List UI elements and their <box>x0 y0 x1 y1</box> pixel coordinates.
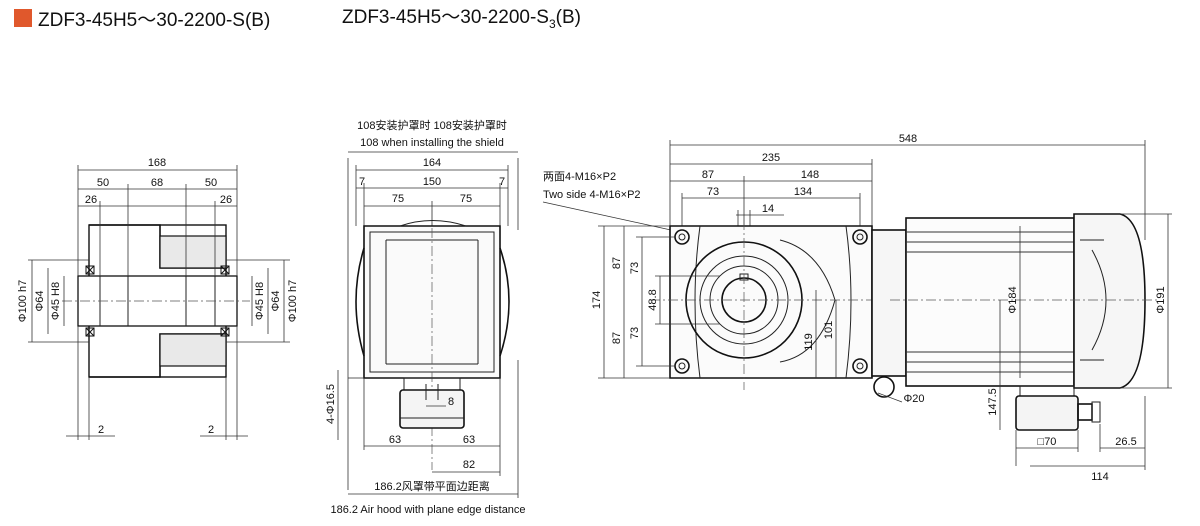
dim-174: 174 <box>591 291 603 309</box>
title-bar: ZDF3-45H5～30-2200-S(B) ZDF3-45H5～30-2200… <box>14 6 581 31</box>
dim-168: 168 <box>148 157 166 169</box>
mid-junction-box <box>399 389 465 429</box>
dim-48-8: 48.8 <box>647 289 659 310</box>
dim-phi191: Φ191 <box>1155 286 1167 313</box>
model-title-2-prefix: ZDF3-45H5～30-2200-S <box>342 7 549 28</box>
motor-junction-box <box>1015 395 1079 431</box>
dim-phi184: Φ184 <box>1007 286 1019 313</box>
dim-50-right: 50 <box>205 177 217 189</box>
mid-right-shield <box>499 247 510 357</box>
dim-7-left: 7 <box>359 176 365 188</box>
dim-26-left: 26 <box>85 194 97 206</box>
dim-2-left: 2 <box>98 424 104 436</box>
left-view: 168 50 68 50 26 26 Φ100 h7 Φ64 Φ45 H8 Φ4… <box>17 157 299 440</box>
dim-8: 8 <box>448 396 454 408</box>
dim-150: 150 <box>423 176 441 188</box>
dim-164: 164 <box>423 157 441 169</box>
dim-101: 101 <box>823 321 835 339</box>
thread-note-en: Two side 4-M16×P2 <box>543 189 641 201</box>
motor-adapter <box>871 229 907 377</box>
motor-fins <box>906 231 1074 373</box>
dim-235: 235 <box>762 152 780 164</box>
dim-114: 114 <box>1091 471 1109 483</box>
dim-63-left: 63 <box>389 434 401 446</box>
right-view: 两面4-M16×P2 Two side 4-M16×P2 548 235 87 … <box>542 133 1172 483</box>
bottom-note-en: 186.2 Air hood with plane edge distance <box>330 504 525 516</box>
dim-548: 548 <box>899 133 917 145</box>
left-lower-block <box>159 333 227 367</box>
dim-73-lower: 73 <box>629 327 641 339</box>
mid-left-shield <box>355 247 365 357</box>
dim-phi64-left: Φ64 <box>34 290 46 311</box>
dim-2-right: 2 <box>208 424 214 436</box>
dim-phi64-right: Φ64 <box>270 290 282 311</box>
shield-note-en: 108 when installing the shield <box>360 137 504 149</box>
dim-148: 148 <box>801 169 819 181</box>
dim-75-right: 75 <box>460 193 472 205</box>
shield-note-cn: 108安装护罩时 108安装护罩时 <box>357 118 507 132</box>
shaft-end-circle <box>873 376 895 398</box>
model-title-2-suffix: (B) <box>555 7 581 28</box>
dim-50-left: 50 <box>97 177 109 189</box>
dim-82: 82 <box>463 459 475 471</box>
dim-87-top: 87 <box>702 169 714 181</box>
dim-7-right: 7 <box>499 176 505 188</box>
model-title-2-sub: 3 <box>548 16 556 31</box>
title-marker <box>14 9 32 27</box>
dim-phi100-right: Φ100 h7 <box>287 280 299 322</box>
dim-14: 14 <box>762 203 774 215</box>
dim-73-upper: 73 <box>629 262 641 274</box>
dim-phi20: Φ20 <box>903 393 924 405</box>
dim-phi45-right: Φ45 H8 <box>254 282 266 320</box>
dim-phi100-left: Φ100 h7 <box>17 280 29 322</box>
dim-87-upper: 87 <box>611 257 623 269</box>
dim-63-right: 63 <box>463 434 475 446</box>
dim-147-5: 147.5 <box>987 388 999 416</box>
dim-26-5: 26.5 <box>1115 436 1136 448</box>
dim-134: 134 <box>794 186 812 198</box>
dim-75-left: 75 <box>392 193 404 205</box>
bottom-note-cn: 186.2风罩带平面边距离 <box>374 479 490 493</box>
gearbox-body <box>669 225 873 379</box>
middle-view: 108安装护罩时 108安装护罩时 108 when installing th… <box>325 118 526 516</box>
dim-73-top: 73 <box>707 186 719 198</box>
dim-87-lower: 87 <box>611 332 623 344</box>
dim-26-right: 26 <box>220 194 232 206</box>
bearing-marks <box>85 265 230 337</box>
dim-holes: 4-Φ16.5 <box>325 384 337 424</box>
dim-68: 68 <box>151 177 163 189</box>
dim-119: 119 <box>803 333 815 351</box>
dim-box-70: □70 <box>1038 436 1057 448</box>
model-title-1: ZDF3-45H5～30-2200-S(B) <box>38 9 271 31</box>
cable-gland <box>1077 403 1093 421</box>
model-title-2: ZDF3-45H5～30-2200-S3(B) <box>342 6 581 36</box>
thread-note-cn: 两面4-M16×P2 <box>543 171 616 183</box>
motor-body <box>905 217 1075 387</box>
left-upper-block <box>159 235 227 269</box>
dim-phi45-left: Φ45 H8 <box>50 282 62 320</box>
